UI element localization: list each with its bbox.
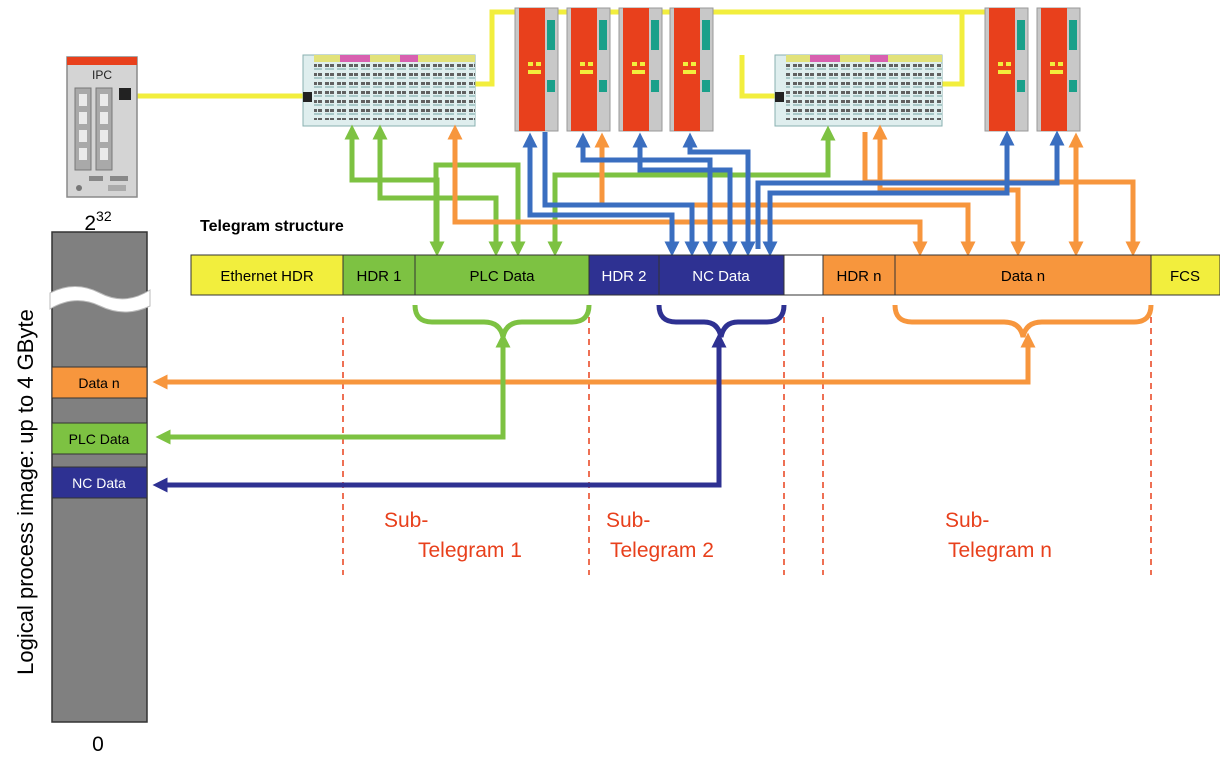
- image-entry-label: NC Data: [72, 475, 126, 491]
- sub-telegram-line1: Sub-: [384, 509, 428, 532]
- servo-drive-4: [669, 7, 714, 132]
- telegram-segment-fcs: FCS: [1150, 254, 1220, 296]
- sub-telegram-line2: Telegram 2: [610, 539, 714, 562]
- telegram-segment-nc-data: NC Data: [658, 254, 785, 296]
- image-entry-nc-data: NC Data: [51, 466, 148, 499]
- memory-break-icon: [49, 286, 151, 313]
- sub-telegram-line2: Telegram 1: [418, 539, 522, 562]
- servo-drive-3: [618, 7, 663, 132]
- telegram-segment-hdr-n: HDR n: [822, 254, 896, 296]
- ipc-device: IPC: [66, 56, 138, 198]
- ethernet-cable: [130, 9, 1000, 99]
- telegram-title: Telegram structure: [200, 218, 344, 235]
- image-entry-plc-data: PLC Data: [51, 422, 148, 455]
- image-entry-label: PLC Data: [69, 431, 130, 447]
- telegram-segment-hdr-2: HDR 2: [588, 254, 660, 296]
- telegram-bar: Ethernet HDR HDR 1 PLC Data HDR 2 NC Dat…: [190, 254, 1220, 296]
- data-n-image-arrow: [152, 332, 1036, 390]
- image-entry-label: Data n: [78, 375, 119, 391]
- segment-label: HDR n: [836, 268, 881, 285]
- segment-label: Ethernet HDR: [220, 268, 314, 285]
- memory-top-label: 232: [84, 208, 111, 235]
- servo-drive-1: [514, 7, 559, 132]
- sub-telegram-line1: Sub-: [945, 509, 989, 532]
- ipc-label: IPC: [92, 68, 112, 82]
- sub-telegram-line2: Telegram n: [948, 539, 1052, 562]
- telegram-segment-gap: [783, 254, 824, 296]
- segment-label: Data n: [1001, 268, 1045, 285]
- process-image-memory: Data n PLC Data NC Data: [49, 231, 151, 723]
- nc-data-brace: [656, 304, 787, 338]
- nc-data-mapping-arrows: [522, 130, 1065, 257]
- memory-side-label: Logical process image: up to 4 GByte: [13, 309, 38, 675]
- servo-drive-2: [566, 7, 611, 132]
- telegram-segment-data-n: Data n: [894, 254, 1152, 296]
- telegram-segment-ethernet-hdr: Ethernet HDR: [190, 254, 344, 296]
- sub-telegram-line1: Sub-: [606, 509, 650, 532]
- telegram-segment-plc-data: PLC Data: [414, 254, 590, 296]
- segment-label: PLC Data: [469, 268, 535, 285]
- servo-drive-6: [1036, 7, 1081, 132]
- sub-telegram-label-1: Sub- Telegram 1: [384, 509, 522, 562]
- nc-data-image-arrow: [152, 332, 727, 493]
- segment-label: FCS: [1170, 268, 1200, 285]
- plc-data-image-arrow: [155, 332, 511, 445]
- io-terminal-block-1: [302, 54, 476, 127]
- segment-label: NC Data: [692, 268, 750, 285]
- segment-label: HDR 1: [356, 268, 401, 285]
- sub-telegram-dividers: [342, 317, 1152, 575]
- memory-bottom-label: 0: [92, 733, 104, 756]
- sub-telegram-label-n: Sub- Telegram n: [945, 509, 1052, 562]
- plc-data-brace: [412, 304, 592, 338]
- data-n-brace: [892, 304, 1154, 338]
- image-entry-data-n: Data n: [51, 366, 148, 399]
- sub-telegram-label-2: Sub- Telegram 2: [606, 509, 714, 562]
- segment-label: HDR 2: [601, 268, 646, 285]
- telegram-segment-hdr-1: HDR 1: [342, 254, 416, 296]
- ethernet-port-icon: [119, 88, 131, 100]
- io-terminal-block-2: [774, 54, 943, 127]
- servo-drive-5: [984, 7, 1029, 132]
